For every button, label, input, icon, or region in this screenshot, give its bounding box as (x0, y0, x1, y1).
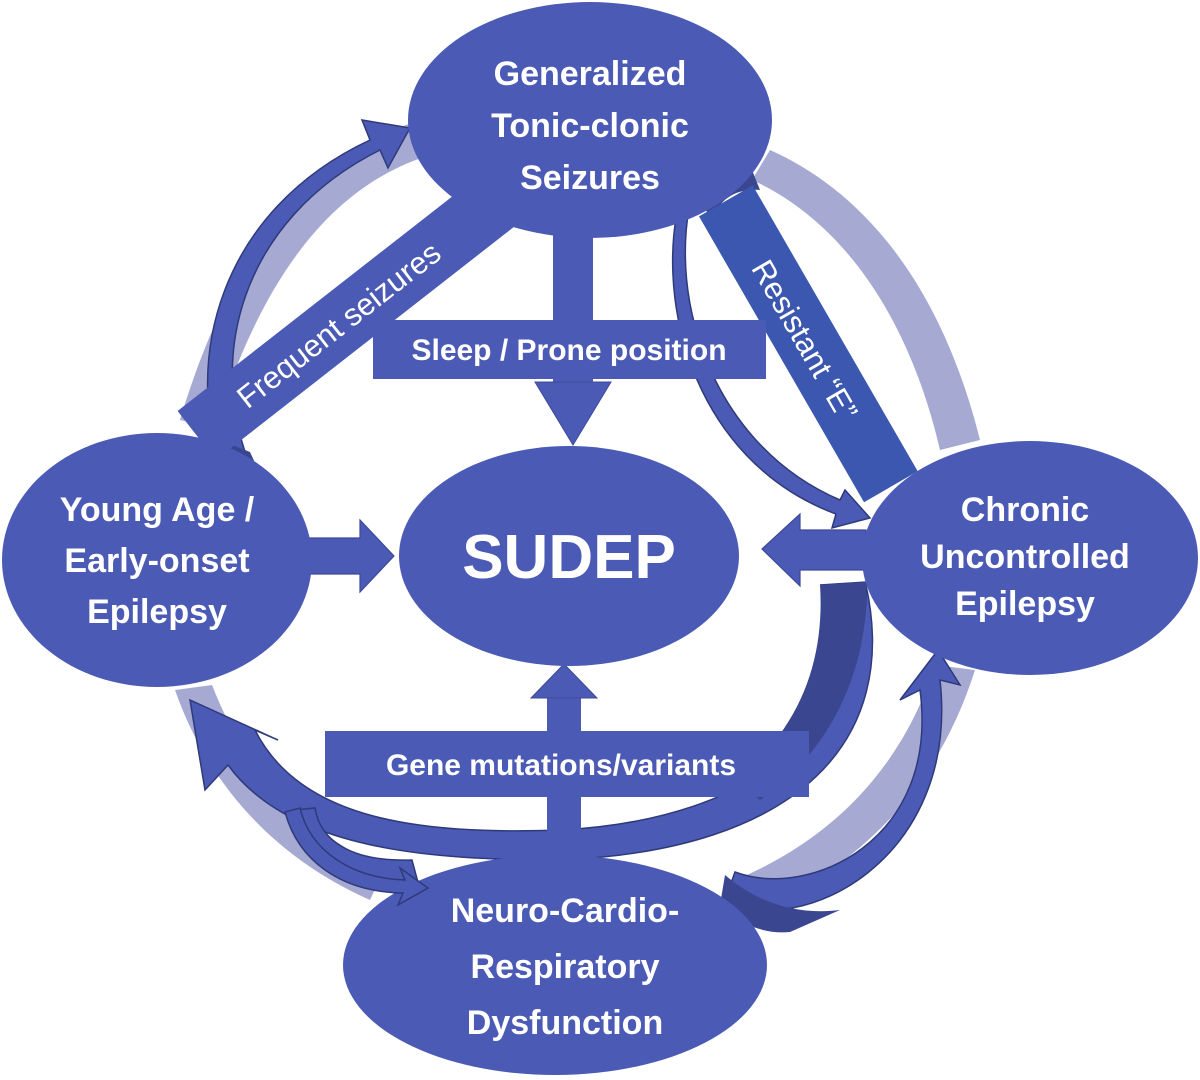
arrow-left-to-sudep (306, 518, 395, 594)
node-left-ellipse (2, 433, 312, 687)
gene-mutations-label: Gene mutations/variants (386, 749, 736, 782)
resistant-e-band-bg (699, 185, 918, 503)
sudep-label: SUDEP (462, 523, 676, 592)
ring-segment-top-left (180, 120, 430, 428)
sleep-prone-box: Sleep / Prone position (373, 320, 766, 379)
node-left: Young Age / Early-onset Epilepsy (2, 433, 312, 687)
node-right: Chronic Uncontrolled Epilepsy (862, 441, 1198, 675)
arrow-top-head (534, 381, 612, 446)
node-left-line-3: Epilepsy (87, 593, 227, 631)
node-bottom-line-2: Respiratory (471, 948, 660, 986)
node-center-ellipse (399, 446, 739, 666)
sleep-prone-box-bg (373, 320, 766, 379)
arrow-right-to-sudep (761, 512, 867, 588)
gene-mutations-box-bg (325, 731, 809, 797)
sleep-prone-label: Sleep / Prone position (411, 334, 726, 367)
node-top-ellipse (408, 2, 772, 238)
node-right-line-3: Epilepsy (955, 585, 1095, 623)
curved-arrow-top-to-right (671, 169, 872, 530)
node-bottom-line-3: Dysfunction (467, 1004, 663, 1042)
dark-arrow-right-sweep (735, 582, 867, 800)
gene-mutations-box: Gene mutations/variants (325, 731, 809, 797)
node-top-line-2: Tonic-clonic (491, 107, 689, 145)
frequent-seizures-band-bg (177, 177, 516, 460)
curved-arrow-into-bottom-node (284, 807, 430, 907)
node-bottom-ellipse (343, 855, 767, 1075)
arrow-bottom-head (529, 663, 599, 699)
ring-segment-bottom-right (740, 665, 975, 910)
node-right-ellipse (862, 441, 1198, 675)
node-bottom-line-1: Neuro-Cardio- (451, 892, 680, 930)
node-top: Generalized Tonic-clonic Seizures (408, 2, 772, 238)
node-left-line-2: Early-onset (64, 542, 249, 580)
node-bottom: Neuro-Cardio- Respiratory Dysfunction (343, 855, 767, 1075)
node-right-line-2: Uncontrolled (920, 538, 1130, 576)
ring-segment-top-right (752, 150, 980, 450)
dark-arrow-tail-bottom-right (720, 875, 840, 933)
node-top-line-1: Generalized (494, 55, 687, 93)
curved-arrow-bottom-to-right (724, 648, 962, 911)
node-right-line-1: Chronic (961, 491, 1089, 529)
node-top-line-3: Seizures (520, 159, 660, 197)
node-center: SUDEP (399, 446, 739, 666)
node-left-line-1: Young Age / (60, 491, 255, 529)
